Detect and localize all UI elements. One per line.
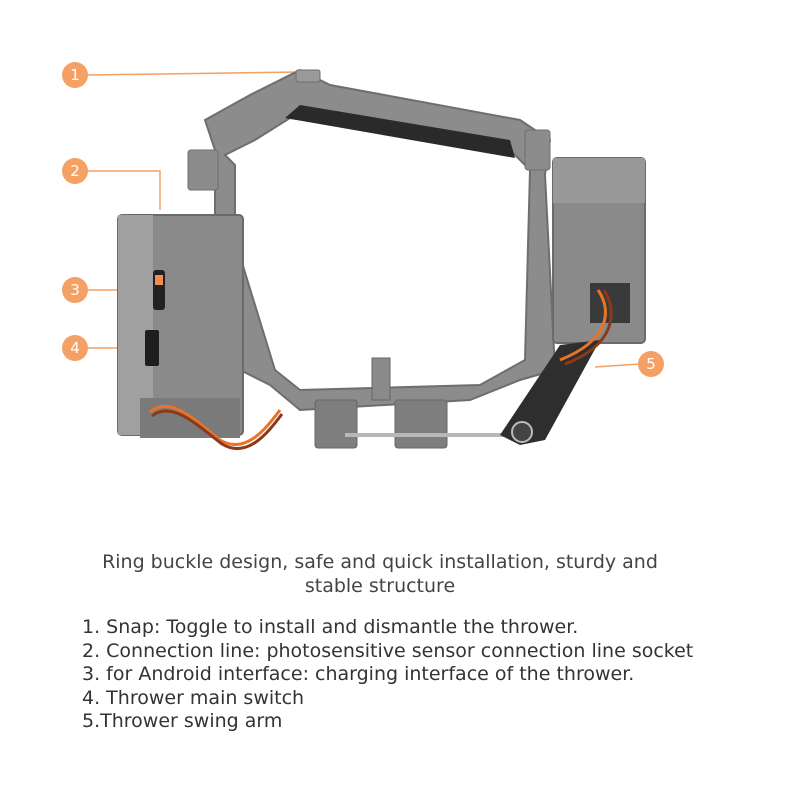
wires <box>149 289 613 451</box>
feature-list: 1. Snap: Toggle to install and dismantle… <box>82 616 693 734</box>
feature-item: 2. Connection line: photosensitive senso… <box>82 639 694 662</box>
callout-4: 4 <box>62 335 88 361</box>
headline-line-1: Ring buckle design, safe and quick insta… <box>102 551 658 573</box>
headline-line-2: stable structure <box>304 575 456 597</box>
callout-5: 5 <box>638 351 664 377</box>
callout-3: 3 <box>62 277 88 303</box>
callout-2: 2 <box>62 158 88 184</box>
headline: Ring buckle design, safe and quick insta… <box>40 550 720 598</box>
product-illustration <box>87 68 646 451</box>
feature-item: 4. Thrower main switch <box>82 686 305 709</box>
swing-arm <box>500 340 600 445</box>
feature-item: 5.Thrower swing arm <box>82 710 283 732</box>
right-box <box>552 157 646 344</box>
feature-item: 3. for Android interface: charging inter… <box>82 663 635 685</box>
ring-frame <box>187 68 557 412</box>
left-box <box>117 214 244 438</box>
callout-1: 1 <box>62 62 88 88</box>
feature-item: 1. Snap: Toggle to install and dismantle… <box>82 616 579 638</box>
bottom-clamp <box>314 357 520 449</box>
